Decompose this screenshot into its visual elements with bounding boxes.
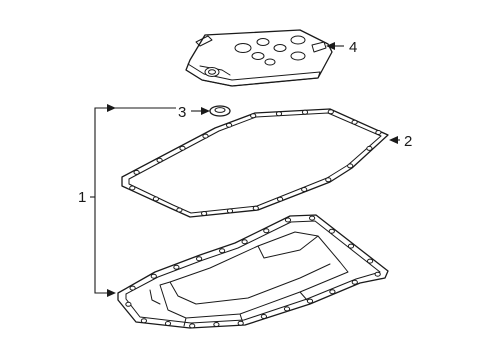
pan-bolt-hole — [164, 321, 172, 326]
gasket-bolt-hole — [301, 187, 308, 192]
pan-bolt-hole — [125, 301, 132, 307]
pan-bolt-hole — [329, 289, 336, 295]
gasket-bolt-hole — [275, 111, 283, 117]
callout-1-label: 1 — [78, 189, 86, 206]
gasket-bolt-hole — [176, 207, 183, 213]
callout-4-label: 4 — [349, 39, 357, 56]
gasket-bolt-hole — [226, 208, 234, 214]
gasket-bolt-hole — [347, 163, 354, 169]
pan-bolt-hole — [284, 217, 292, 223]
pan-bolt-hole — [219, 248, 226, 254]
pan-bolt-hole — [196, 256, 203, 262]
callout-leaders — [90, 42, 400, 297]
gasket-bolt-hole — [325, 177, 332, 183]
pan-bolt-hole — [173, 264, 180, 270]
pan-bolt-hole — [213, 322, 220, 327]
gasket-bolt-hole — [201, 211, 208, 216]
gasket-bolt-hole — [202, 133, 209, 139]
pan-bolt-hole — [129, 285, 136, 291]
pan-bolt-hole — [260, 314, 267, 319]
gasket-bolt-hole — [366, 145, 373, 151]
pan-bolt-hole — [347, 243, 355, 249]
gasket-bolt-hole — [277, 196, 284, 202]
gasket-bolt-hole — [156, 157, 163, 163]
pan-bolt-hole — [237, 320, 244, 326]
callout-2-label: 2 — [404, 133, 412, 150]
filter-port-holes — [204, 35, 306, 77]
oil-pan-part — [117, 214, 389, 329]
gasket-bolt-hole — [327, 109, 334, 115]
pan-bolt-hole — [241, 239, 248, 245]
gasket-bolt-hole — [250, 113, 257, 119]
pan-bolt-hole — [283, 306, 291, 312]
gasket-part — [121, 108, 389, 218]
pan-bolt-hole — [351, 279, 358, 285]
pan-bolt-hole — [367, 258, 374, 264]
pan-bolt-holes — [125, 215, 381, 329]
gasket-bolt-holes — [129, 109, 382, 216]
pan-bolt-hole — [189, 323, 196, 329]
pan-bolt-hole — [306, 298, 314, 304]
pan-bolt-hole — [374, 271, 381, 277]
pan-bolt-hole — [150, 273, 157, 279]
gasket-bolt-hole — [301, 109, 309, 115]
seal-part — [209, 105, 231, 117]
filter-part — [185, 29, 333, 87]
pan-bolt-hole — [263, 228, 270, 234]
pan-bolt-hole — [328, 228, 335, 234]
gasket-bolt-hole — [133, 169, 140, 175]
gasket-bolt-hole — [252, 205, 259, 211]
pan-bolt-hole — [309, 215, 316, 221]
callout-3-label: 3 — [178, 104, 186, 121]
gasket-bolt-hole — [152, 196, 159, 202]
gasket-bolt-hole — [226, 122, 233, 128]
gasket-bolt-hole — [375, 130, 382, 135]
gasket-bolt-hole — [351, 119, 358, 125]
gasket-bolt-hole — [129, 185, 136, 191]
gasket-bolt-hole — [179, 145, 186, 151]
pan-bolt-hole — [140, 318, 147, 324]
